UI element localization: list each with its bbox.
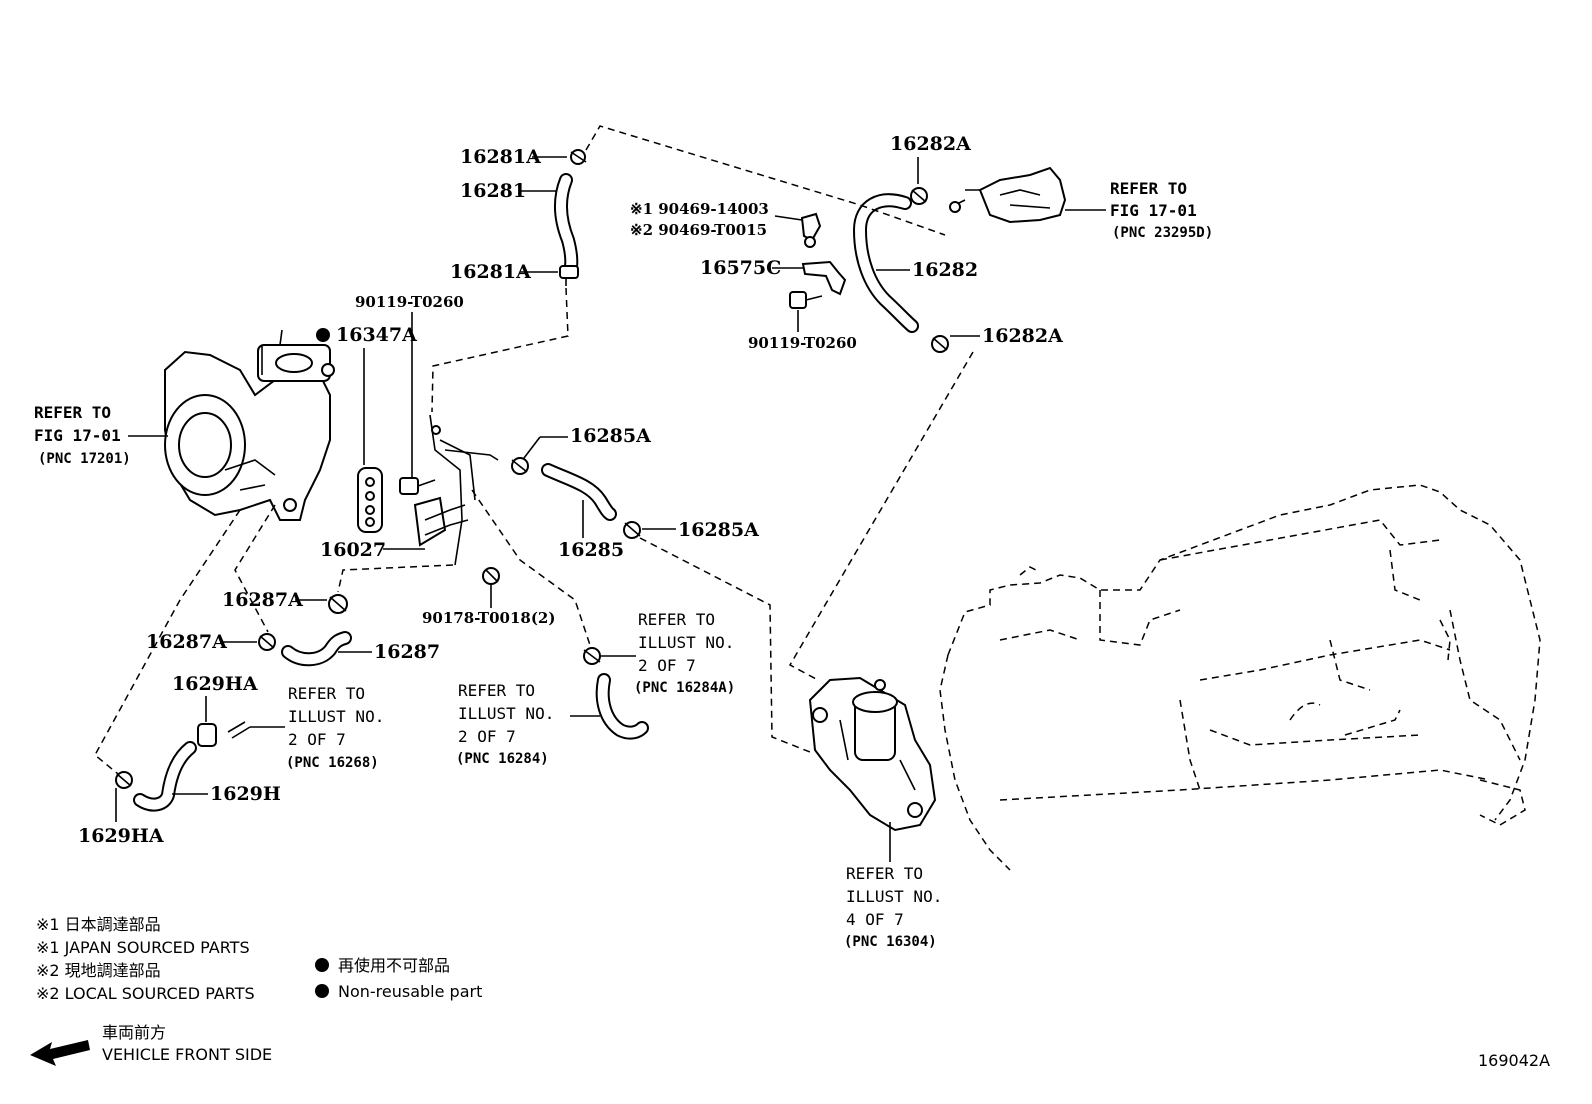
label-16282A-bot: 16282A — [982, 325, 1063, 347]
non-reusable-dot-icon — [315, 984, 329, 998]
bolt-90119-T0260-b — [789, 291, 823, 309]
ref-fig1701-right-pnc: (PNC 23295D) — [1112, 225, 1213, 241]
engine-block — [939, 484, 1541, 871]
non-reusable-dot-icon — [315, 958, 329, 972]
intake-component-right — [949, 166, 1067, 224]
clamp-16281A-bot — [559, 265, 579, 286]
clamp-16285A-top — [511, 457, 529, 475]
ref-fig1701-right-l2: FIG 17-01 — [1110, 201, 1197, 220]
clamp-16282A-top — [910, 187, 928, 205]
label-90469-14003: ※1 90469-14003 — [630, 200, 769, 218]
legend-jp2: ※2 現地調達部品 — [36, 961, 161, 980]
hose-16285 — [541, 463, 617, 521]
label-16287: 16287 — [374, 641, 440, 663]
legend-front-jp: 車両前方 — [102, 1023, 166, 1042]
clamp-1629HA-top — [197, 723, 217, 747]
label-16281A-top: 16281A — [460, 146, 541, 168]
label-16575C: 16575C — [700, 257, 781, 279]
hose-16284 — [595, 673, 649, 740]
legend-en1: ※1 JAPAN SOURCED PARTS — [36, 938, 250, 957]
throttle-body — [164, 329, 335, 521]
ref-16268-l3: 2 OF 7 — [288, 730, 346, 749]
ref-fig1701-left-l2: FIG 17-01 — [34, 426, 121, 445]
ref-16284-l1: REFER TO — [458, 681, 535, 700]
label-16347A: 16347A — [336, 324, 417, 346]
label-16281: 16281 — [460, 180, 526, 202]
label-16282: 16282 — [912, 259, 978, 281]
ref-16284-l3: 2 OF 7 — [458, 727, 516, 746]
label-1629H: 1629H — [210, 783, 281, 805]
label-90178-T0018: 90178-T0018(2) — [422, 609, 555, 627]
label-16281A-bot: 16281A — [450, 261, 531, 283]
label-16285: 16285 — [558, 539, 624, 561]
diagram-id: 169042A — [1478, 1051, 1550, 1070]
ref-16268-l1: REFER TO — [288, 684, 365, 703]
label-90119-T0260-b: 90119-T0260 — [748, 334, 857, 352]
label-16027: 16027 — [320, 539, 386, 561]
ref-16284A-pnc: (PNC 16284A) — [634, 680, 735, 696]
legend-en2: ※2 LOCAL SOURCED PARTS — [36, 984, 255, 1003]
ref-fig1701-left-pnc: (PNC 17201) — [38, 451, 131, 467]
label-16282A-top: 16282A — [890, 133, 971, 155]
clip-90469 — [800, 212, 822, 248]
label-1629HA-bot: 1629HA — [78, 825, 164, 847]
connection-lines — [94, 125, 974, 775]
clamp-16282A-bot — [931, 335, 949, 353]
gasket-16347A — [357, 467, 383, 533]
ref-16304-l2: ILLUST NO. — [846, 887, 942, 906]
clamp-16281A-top — [570, 149, 587, 165]
bolt-90178-T0018 — [482, 567, 500, 585]
hose-16287 — [281, 631, 352, 667]
ref-fig1701-left-l1: REFER TO — [34, 403, 111, 422]
label-16285A-bot: 16285A — [678, 519, 759, 541]
ref-16268-pnc: (PNC 16268) — [286, 755, 379, 771]
label-16287A-bot: 16287A — [146, 631, 227, 653]
label-90469-T0015: ※2 90469-T0015 — [630, 221, 767, 239]
ref-16304-l3: 4 OF 7 — [846, 910, 904, 929]
ref-16284-pnc: (PNC 16284) — [456, 751, 549, 767]
ref-fig1701-right-l1: REFER TO — [1110, 179, 1187, 198]
pipe-16027 — [413, 414, 499, 566]
legend-nonreuse-en: Non-reusable part — [338, 982, 482, 1001]
label-90119-T0260-a: 90119-T0260 — [355, 293, 464, 311]
non-reusable-dot-icon — [316, 328, 330, 342]
ref-16284A-l1: REFER TO — [638, 610, 715, 629]
water-outlet-housing — [808, 676, 937, 832]
ref-16284A-l3: 2 OF 7 — [638, 656, 696, 675]
clamp-1629HA-bot — [115, 771, 133, 789]
legend-nonreuse-jp: 再使用不可部品 — [338, 956, 450, 975]
hose-16282 — [852, 193, 919, 333]
clamp-16287A-bot — [258, 633, 276, 651]
hose-1629H — [133, 741, 197, 812]
bolt-90119-T0260-a — [399, 477, 436, 495]
ref-16284A-l2: ILLUST NO. — [638, 633, 734, 652]
ref-16304-l1: REFER TO — [846, 864, 923, 883]
legend-front-en: VEHICLE FRONT SIDE — [102, 1045, 272, 1064]
front-arrow-icon — [30, 1040, 90, 1066]
legend-jp1: ※1 日本調達部品 — [36, 915, 161, 934]
bracket-16575C — [801, 260, 847, 296]
ref-16284-l2: ILLUST NO. — [458, 704, 554, 723]
label-16285A-top: 16285A — [570, 425, 651, 447]
ref-16304-pnc: (PNC 16304) — [844, 934, 937, 950]
ref-16268-l2: ILLUST NO. — [288, 707, 384, 726]
label-16287A-top: 16287A — [222, 589, 303, 611]
clamp-16287A-top — [328, 594, 348, 614]
clamp-16284 — [583, 647, 601, 665]
clamp-16285A-bot — [623, 521, 641, 539]
label-1629HA-top: 1629HA — [172, 673, 258, 695]
hose-16281 — [554, 173, 579, 279]
